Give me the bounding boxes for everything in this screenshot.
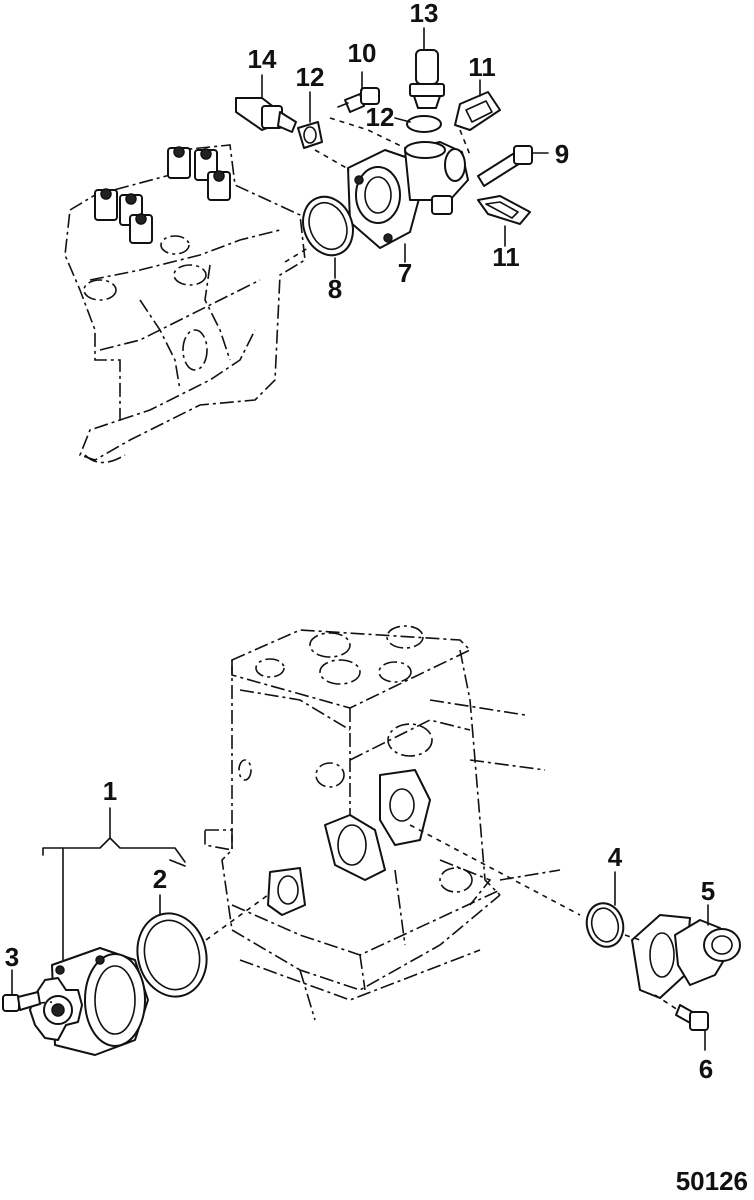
elbow-o-ring-icon [585, 902, 625, 948]
callout-12-right: 12 [366, 102, 395, 132]
callout-10: 10 [348, 38, 377, 68]
top-leader-lines [261, 27, 549, 279]
block-water-outlet-icon [267, 769, 431, 916]
temperature-sensor-icon [235, 97, 297, 133]
callout-2: 2 [153, 864, 167, 894]
pump-o-ring-icon [136, 912, 208, 998]
long-bolt-icon [477, 145, 533, 187]
callout-12-left: 12 [296, 62, 325, 92]
bottom-leader-lines [11, 824, 709, 1051]
thermostat-housing-icon [347, 141, 469, 249]
callout-14: 14 [248, 44, 277, 74]
callout-5: 5 [701, 876, 715, 906]
callout-4: 4 [608, 842, 623, 872]
callout-11-bottom: 11 [492, 242, 520, 272]
sealing-washer-icon [297, 121, 323, 149]
engine-block-outline [204, 625, 561, 1021]
head-bolts-icon [94, 146, 231, 244]
callout-13: 13 [410, 0, 439, 28]
water-pump-icon [29, 947, 149, 1056]
callout-1: 1 [103, 776, 117, 806]
callout-6: 6 [699, 1054, 713, 1084]
callout-7: 7 [398, 258, 412, 288]
callout-11-top: 11 [468, 52, 496, 82]
callout-9: 9 [555, 139, 569, 169]
engine-cylinder-head-outline [64, 144, 306, 464]
callout-3: 3 [5, 942, 19, 972]
temperature-sender-icon [409, 49, 445, 109]
callout-8: 8 [328, 274, 342, 304]
o-ring-inner-icon [308, 201, 348, 251]
pump-bolt-icon [2, 991, 41, 1012]
water-outlet-elbow-icon [631, 914, 741, 999]
screw-icon [337, 87, 380, 113]
bracket-bracket-icon [42, 807, 186, 961]
pump-o-ring-inner-icon [143, 919, 201, 991]
gasket-icon [454, 91, 531, 225]
elbow-bolt-icon [675, 1004, 709, 1031]
sealing-ring-icon [406, 115, 442, 133]
elbow-o-ring-inner-icon [590, 907, 620, 943]
figure-number: 50126 [676, 1166, 748, 1196]
